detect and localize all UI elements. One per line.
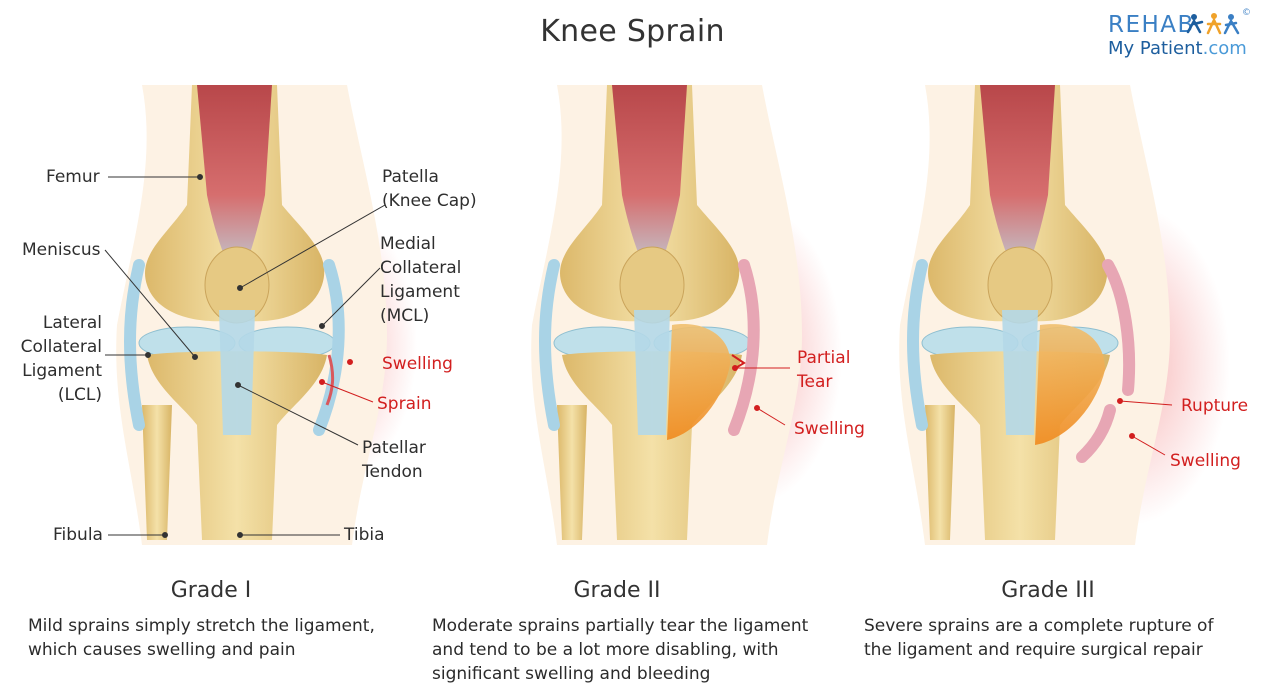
- label-patella: Patella (Knee Cap): [382, 165, 477, 213]
- description-line: and tend to be a lot more disabling, wit…: [432, 638, 808, 662]
- label-patellar-tendon: Patellar Tendon: [362, 436, 426, 484]
- label-swelling-3: Swelling: [1170, 449, 1241, 473]
- grade-3-heading: Grade III: [918, 578, 1178, 603]
- description-line: Mild sprains simply stretch the ligament…: [28, 614, 375, 638]
- grade-3-description: Severe sprains are a complete rupture of…: [864, 614, 1213, 662]
- label-tibia: Tibia: [344, 523, 385, 547]
- description-line: Severe sprains are a complete rupture of: [864, 614, 1213, 638]
- grade-1-heading: Grade I: [81, 578, 341, 603]
- label-mcl: Medial Collateral Ligament (MCL): [380, 232, 461, 328]
- label-femur: Femur: [46, 165, 100, 189]
- label-rupture: Rupture: [1181, 394, 1248, 418]
- label-swelling-2: Swelling: [794, 417, 865, 441]
- description-line: significant swelling and bleeding: [432, 662, 808, 686]
- grade-2-description: Moderate sprains partially tear the liga…: [432, 614, 808, 686]
- grade-1-description: Mild sprains simply stretch the ligament…: [28, 614, 375, 662]
- label-lcl: Lateral Collateral Ligament (LCL): [18, 311, 102, 407]
- description-line: which causes swelling and pain: [28, 638, 375, 662]
- description-line: Moderate sprains partially tear the liga…: [432, 614, 808, 638]
- knee-grade-3: [899, 85, 1230, 545]
- grade-2-heading: Grade II: [487, 578, 747, 603]
- label-fibula: Fibula: [53, 523, 103, 547]
- knee-grade-2: [531, 85, 842, 545]
- label-sprain: Sprain: [377, 392, 432, 416]
- label-partial-tear: Partial Tear: [797, 346, 850, 394]
- description-line: the ligament and require surgical repair: [864, 638, 1213, 662]
- label-meniscus: Meniscus: [22, 238, 100, 262]
- label-swelling-1: Swelling: [382, 352, 453, 376]
